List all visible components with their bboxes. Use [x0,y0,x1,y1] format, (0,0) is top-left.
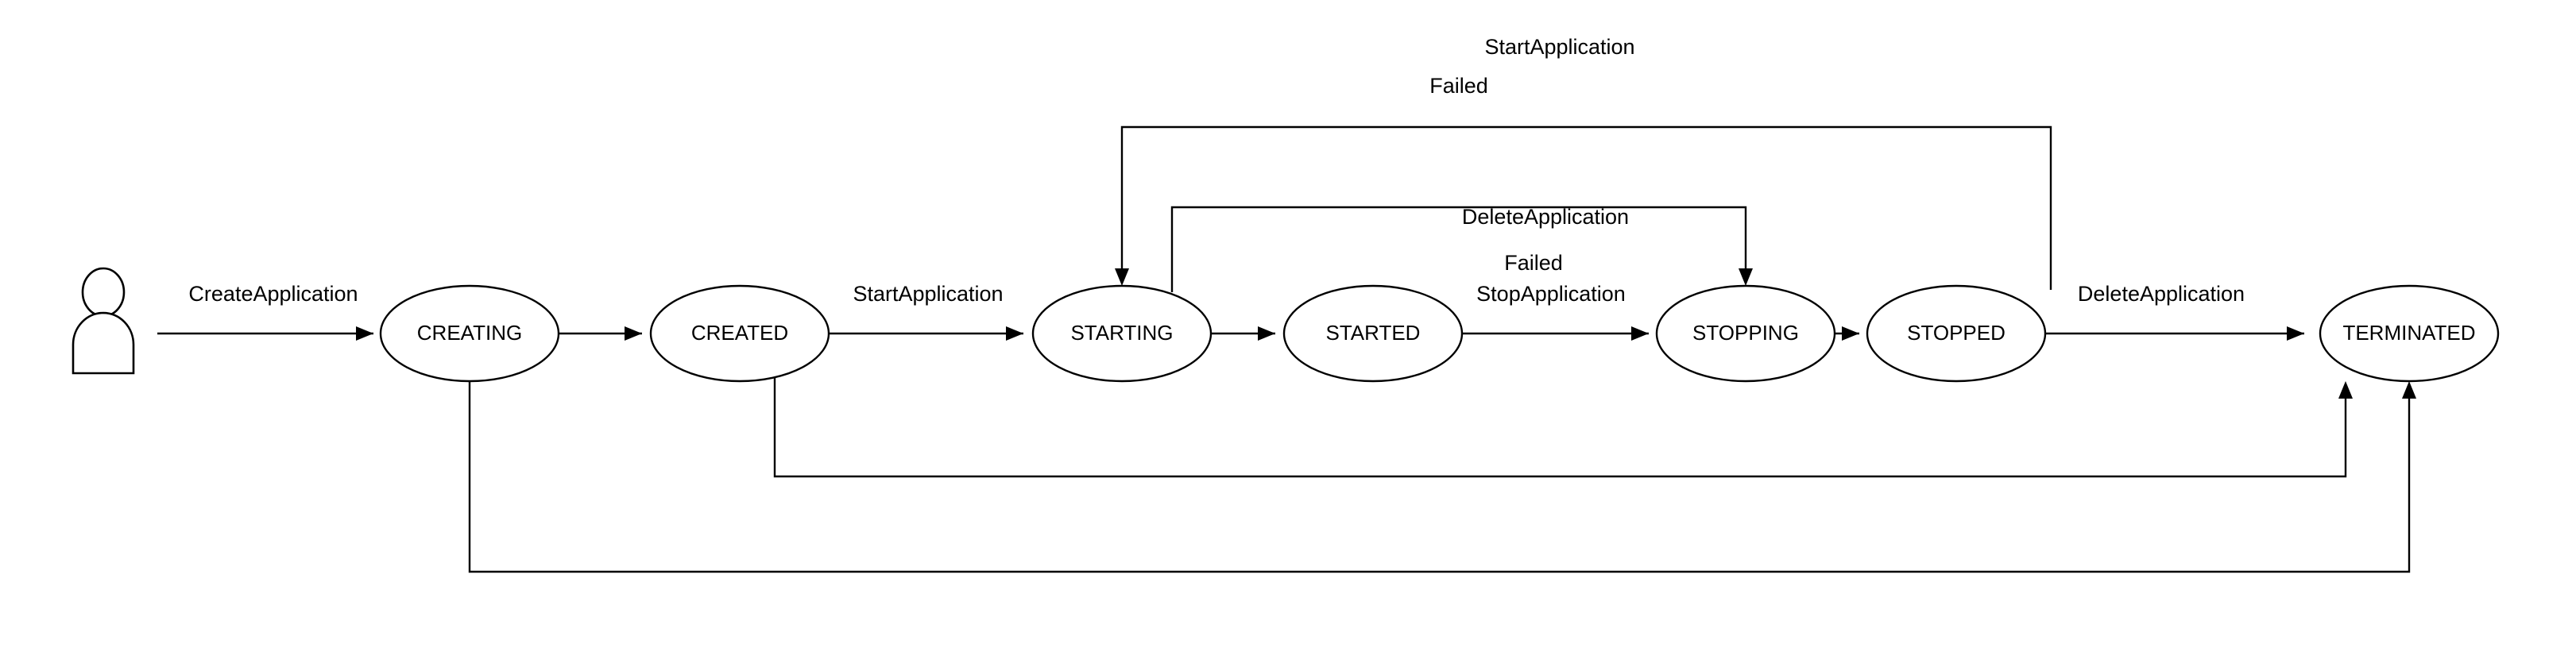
arrowhead-icon-stopping-to-stopped [1842,326,1859,341]
delete-application-label: DeleteApplication [2078,282,2245,306]
state-label-created: CREATED [691,321,788,345]
failed-upper-label: Failed [1429,74,1488,98]
create-application-label: CreateApplication [188,282,358,306]
edge-starting-to-started [1211,326,1275,341]
state-ellipse-started[interactable] [1282,284,1464,383]
edge-delete-application-created [773,378,2353,478]
state-ellipse-stopping[interactable] [1655,284,1836,383]
state-label-stopping: STOPPING [1692,321,1799,345]
edge-line-failed-creating-to-terminated [468,381,2411,573]
actor-body-icon [72,311,135,375]
arrowhead-icon-delete-application-stopped [2287,326,2304,341]
arrowhead-icon-creating-to-created [625,326,642,341]
stop-application-label: StopApplication [1476,282,1626,306]
state-node-created[interactable]: CREATED [649,284,830,383]
edge-stop-application [1462,326,1649,341]
edge-line-failed-starting-to-stopping [1170,206,1747,292]
states-layer: CREATING CREATED STARTING STARTED STOPPING ST… [379,284,2500,383]
state-ellipse-terminated[interactable] [2319,284,2500,383]
state-node-creating[interactable]: CREATING [379,284,560,383]
start-application-loop-label: StartApplication [1484,35,1634,59]
edge-line-start-application-restart [1120,125,2052,290]
arrowhead-icon-delete-application-created [2338,381,2353,399]
state-label-starting: STARTING [1070,321,1173,345]
state-node-terminated[interactable]: TERMINATED [2319,284,2500,383]
edge-delete-application-stopped [2045,326,2304,341]
start-application-label: StartApplication [853,282,1003,306]
edges-layer [157,125,2416,573]
state-node-stopped[interactable]: STOPPED [1866,284,2047,383]
state-label-creating: CREATING [417,321,522,345]
actor-head-icon [81,267,126,318]
state-label-terminated: TERMINATED [2342,321,2475,345]
state-label-started: STARTED [1326,321,1421,345]
state-label-stopped: STOPPED [1907,321,2005,345]
user-actor-icon [72,267,135,375]
arrowhead-icon-start-application-restart [1115,268,1129,286]
edge-creating-to-created [559,326,642,341]
state-ellipse-created[interactable] [649,284,830,383]
arrowhead-icon-start-application [1006,326,1023,341]
edge-stopping-to-stopped [1835,326,1859,341]
arrowhead-icon-failed-creating-to-terminated [2402,381,2416,399]
edge-failed-starting-to-stopping [1170,206,1753,292]
arrowhead-icon-failed-starting-to-stopping [1739,268,1753,286]
state-node-started[interactable]: STARTED [1282,284,1464,383]
edge-start-application-restart [1115,125,2052,290]
state-ellipse-starting[interactable] [1031,284,1213,383]
failed-lower-label: Failed [1504,251,1563,275]
state-ellipse-stopped[interactable] [1866,284,2047,383]
edge-failed-creating-to-terminated [468,381,2416,573]
edge-create-application [157,326,373,341]
arrowhead-icon-stop-application [1631,326,1649,341]
arrowhead-icon-create-application [356,326,373,341]
edge-line-delete-application-created [773,378,2347,478]
edge-start-application [829,326,1023,341]
state-node-stopping[interactable]: STOPPING [1655,284,1836,383]
delete-application-low-label: DeleteApplication [1462,205,1629,229]
state-ellipse-creating[interactable] [379,284,560,383]
arrowhead-icon-starting-to-started [1258,326,1275,341]
state-node-starting[interactable]: STARTING [1031,284,1213,383]
